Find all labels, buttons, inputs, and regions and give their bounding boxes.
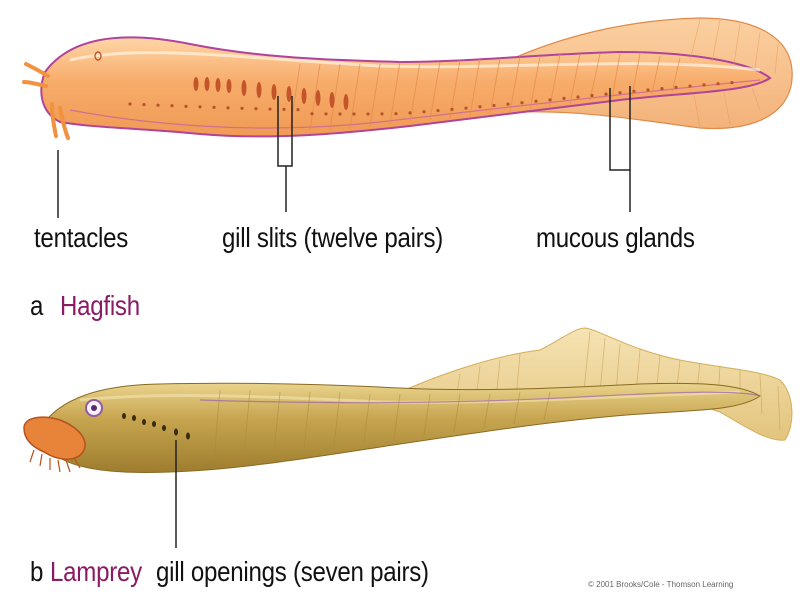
mucous-gland-dot [352, 112, 355, 115]
mucous-gland-dot [464, 106, 467, 109]
copyright-notice: © 2001 Brooks/Cole - Thomson Learning [588, 580, 733, 589]
mucous-gland-dot [366, 112, 369, 115]
hagfish-panel-letter: a [30, 290, 43, 322]
mucous-gland-dot [716, 82, 719, 85]
mucous-gland-dot [632, 90, 635, 93]
mucous-gland-dot [548, 98, 551, 101]
mucous-gland-dot [268, 107, 271, 110]
mucous-gland-dot [436, 109, 439, 112]
hagfish-title: Hagfish [60, 290, 140, 322]
mucous-gland-dot [198, 105, 201, 108]
mucous-gland-dot [128, 102, 131, 105]
mucous-gland-dot [688, 84, 691, 87]
mucous-gland-dot [142, 103, 145, 106]
mucous-gland-dot [618, 91, 621, 94]
mucous-gland-dot [184, 105, 187, 108]
gill-slits-label: gill slits (twelve pairs) [222, 222, 443, 254]
mucous-gland-dot [310, 112, 313, 115]
mucous-gland-dot [576, 95, 579, 98]
mucous-gland-dot [450, 108, 453, 111]
mucous-gland-dot [604, 93, 607, 96]
mucous-gland-dot [170, 104, 173, 107]
mucous-gland-dot [422, 110, 425, 113]
mucous-gland-dot [240, 107, 243, 110]
mucous-gland-dot [380, 112, 383, 115]
mucous-gland-dot [520, 101, 523, 104]
mucous-glands-label: mucous glands [536, 222, 695, 254]
lamprey-panel-letter: b [30, 556, 43, 588]
mucous-gland-dot [674, 86, 677, 89]
mucous-gland-dot [702, 83, 705, 86]
mucous-gland-dot [562, 97, 565, 100]
mucous-gland-dot [534, 100, 537, 103]
mucous-gland-dot [324, 112, 327, 115]
mucous-gland-dot [478, 105, 481, 108]
mucous-gland-dot [296, 108, 299, 111]
lamprey-illustration [24, 328, 792, 548]
mucous-gland-dot [338, 112, 341, 115]
mucous-gland-dot [590, 94, 593, 97]
mucous-gland-dot [660, 87, 663, 90]
mucous-gland-dot [156, 104, 159, 107]
mucous-gland-dot [646, 88, 649, 91]
mucous-gland-dot [226, 106, 229, 109]
gill-openings-label: gill openings (seven pairs) [156, 556, 429, 588]
mucous-gland-dot [394, 112, 397, 115]
mucous-gland-dot [254, 107, 257, 110]
lamprey-title: Lamprey [50, 556, 142, 588]
mucous-gland-dot [282, 108, 285, 111]
tentacles-label: tentacles [34, 222, 128, 254]
hagfish-illustration [24, 18, 792, 218]
mucous-gland-dot [492, 104, 495, 107]
mucous-gland-dot [408, 111, 411, 114]
mucous-gland-dot [730, 81, 733, 84]
mucous-gland-dot [506, 102, 509, 105]
mucous-gland-dot [212, 106, 215, 109]
